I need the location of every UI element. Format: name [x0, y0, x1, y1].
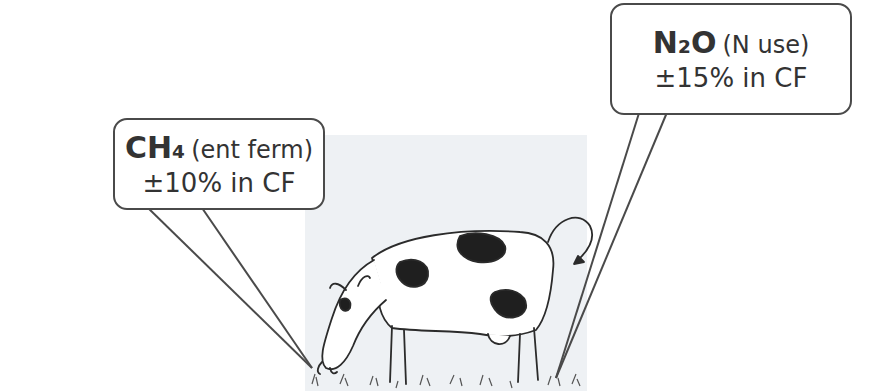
leader-line — [200, 205, 312, 368]
picture-background — [305, 135, 587, 391]
source-label: (ent ferm) — [191, 135, 313, 165]
uncertainty-value: ±15% in CF — [655, 62, 808, 95]
cow-tail-tuft — [574, 256, 584, 264]
grass — [312, 374, 580, 388]
leader-line — [556, 110, 640, 378]
cow-legs — [390, 326, 538, 384]
callout-box: N₂O(N use)±15% in CF — [610, 3, 852, 115]
callout-box: CH₄(ent ferm)±10% in CF — [113, 118, 325, 210]
cow-body — [372, 231, 553, 336]
cow-drawing — [318, 218, 592, 384]
cow-spot — [491, 290, 527, 318]
leader-line — [556, 110, 668, 378]
gas-formula: CH₄ — [125, 129, 185, 167]
callout-tails — [145, 110, 668, 378]
uncertainty-value: ±10% in CF — [143, 167, 296, 200]
text-line: ±10% in CF — [143, 167, 296, 200]
cow-spot — [457, 233, 505, 262]
text-line: N₂O(N use) — [653, 24, 810, 62]
cow-udder — [488, 334, 510, 344]
cow-head — [322, 260, 386, 369]
cow-ears — [330, 276, 370, 290]
cow-muzzle — [318, 362, 337, 374]
cow-spot — [396, 260, 428, 287]
cow-tail — [548, 218, 592, 258]
gas-formula: N₂O — [653, 24, 717, 62]
text-line: CH₄(ent ferm) — [125, 129, 313, 167]
text-line: ±15% in CF — [655, 62, 808, 95]
source-label: (N use) — [722, 30, 809, 60]
leader-line — [145, 205, 312, 368]
cow-spot — [340, 298, 351, 310]
